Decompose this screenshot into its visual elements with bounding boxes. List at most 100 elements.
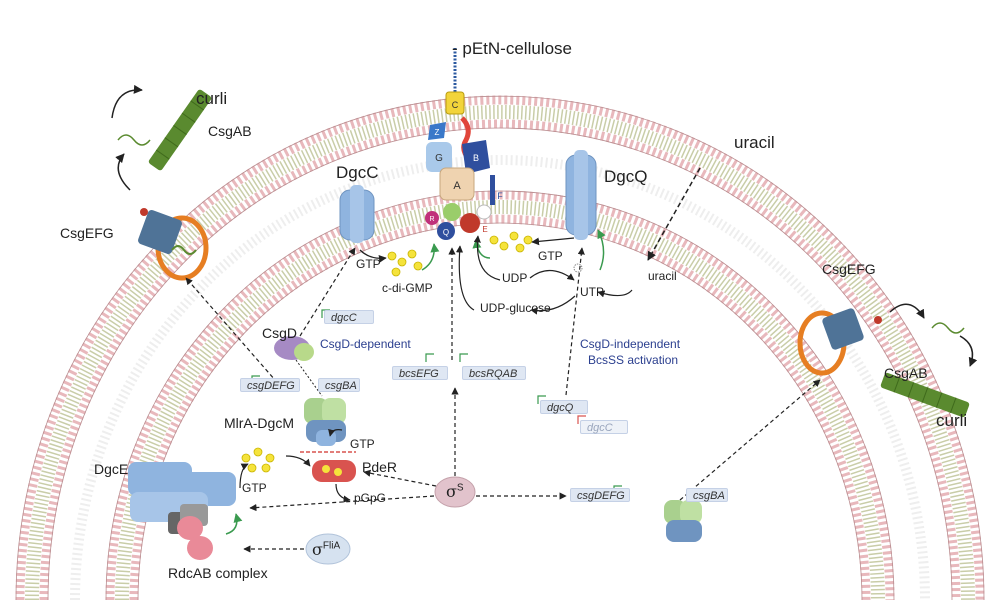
dgcq-gene-to-dgcq: [565, 247, 585, 396]
gene-dgcQ: dgcQ: [540, 400, 588, 414]
sigma-s-label: σS: [446, 482, 464, 501]
uracil-import-arrow: [647, 167, 701, 261]
export-arrow-left-1: [111, 84, 143, 119]
csgd-protein-right: [664, 500, 702, 542]
gene-dgcC-faded: dgcC: [580, 420, 628, 434]
cdigmp-green-arrow-right: [472, 239, 491, 259]
uracil-top-label: uracil: [734, 133, 775, 152]
csgefg-label-left: CsgEFG: [60, 225, 114, 241]
bcs-complex: [425, 91, 495, 240]
csgab-label-right: CsgAB: [884, 365, 928, 381]
csgd-to-mlra-line: [295, 359, 323, 397]
rdcab-complex-label: RdcAB complex: [168, 565, 268, 581]
uracil-small-label: uracil: [648, 269, 677, 283]
bcs-a-label: A: [453, 180, 461, 192]
export-arrow-right-1: [889, 303, 925, 319]
udp-to-utp-arrow: [529, 269, 575, 281]
c-di-gmp-cluster-left: [387, 249, 423, 277]
udp-label: UDP: [502, 271, 528, 285]
csgefg-complex-right: [797, 308, 882, 376]
dgcc-protein: [339, 185, 375, 243]
csgd-dependent-label: CsgD-dependent: [320, 337, 411, 351]
bcsss-activation-label: BcsSS activation: [588, 353, 679, 367]
csgd-independent-label: CsgD-independent: [580, 337, 681, 351]
rdcab-complex: [168, 504, 213, 560]
bcs-subunit-z: [428, 122, 446, 140]
gene-dgcC-top: dgcC: [324, 310, 374, 324]
dgcc-label: DgcC: [336, 163, 379, 182]
udp-to-bcs-arrow: [473, 235, 501, 281]
curli-fiber-left: [148, 89, 212, 171]
bcs-subunit-c: [445, 91, 465, 115]
gtp-label-dgcq: GTP: [538, 249, 563, 263]
sigmas-to-dgce: [249, 495, 435, 512]
c-di-gmp-label: c-di-GMP: [382, 281, 433, 295]
gtp-label-dgcc: GTP: [356, 257, 381, 271]
outer-membrane: [15, 95, 985, 600]
bcs-c-label: C: [452, 100, 459, 110]
dgce-label: DgcE: [94, 461, 129, 477]
udp-glucose-label: UDP-glucose: [480, 301, 551, 315]
csgdefg-to-csgefg-left: [185, 277, 283, 389]
curli-fiber-right: [880, 372, 970, 418]
gene-bcsEFG: bcsEFG: [392, 366, 448, 380]
sigma-s-protein: [434, 476, 476, 508]
curli-monomer-right: [931, 322, 965, 334]
bcs-subunit-q: [437, 222, 455, 240]
sigmas-to-pder: [363, 469, 437, 487]
csgba-right-to-csgefg-right: [679, 379, 821, 501]
rdcab-green-arrow: [225, 513, 243, 535]
sigma-flia-protein: [305, 533, 351, 565]
cdigmp-green-arrow-left: [421, 243, 440, 271]
bcs-subunit-r: [425, 211, 439, 225]
c-di-gmp-cluster-dgce: [241, 447, 275, 473]
export-arrow-right-2: [959, 335, 978, 367]
c-di-gmp-cluster-right: [489, 231, 533, 253]
cdigmp-to-pder-arrow: [285, 455, 311, 467]
gtp-label-dgce: GTP: [242, 481, 267, 495]
dgcq-protein: [565, 150, 597, 240]
bcs-z-label: Z: [435, 128, 440, 137]
curli-label-left: curli: [196, 89, 228, 108]
gene-csgBA-left: csgBA: [318, 378, 360, 392]
uracil-to-utp-arrow: [597, 289, 633, 298]
csgd-to-dgcc: [299, 247, 356, 337]
bcs-q-label: Q: [443, 228, 449, 237]
curli-monomer-left: [117, 134, 151, 146]
gtp-label-mlra: GTP: [350, 437, 375, 451]
pder-to-pgpg-arrow: [335, 483, 351, 503]
gtp-to-cdigmp-arrow-right: [531, 237, 575, 246]
bcs-f-label: F: [497, 191, 503, 201]
bcs-subunit-b: [462, 140, 490, 174]
bcs-g-label: G: [435, 153, 443, 164]
utp-label: UTP: [580, 285, 604, 299]
sigma-flia-label: σFliA: [312, 540, 341, 559]
mlra-gtp-arrow: [328, 428, 343, 437]
mlra-dgcm-complex: [304, 398, 346, 446]
dgcq-label: DgcQ: [604, 167, 648, 186]
inner-membrane: [105, 190, 895, 600]
bcs-e-label: E: [482, 225, 487, 234]
gene-csgDEFG-right: csgDEFG: [570, 488, 630, 502]
bcs-subunit-g: [426, 142, 452, 172]
gtp-to-cdigmp-arrow-left: [359, 249, 387, 263]
bcs-b-label: B: [473, 153, 479, 163]
pgpg-label: pGpG: [354, 491, 387, 505]
csgefg-complex-left: [138, 208, 209, 281]
bcs-r-label: R: [429, 216, 434, 223]
utp-to-udpglucose-arrow: [530, 295, 576, 315]
pEtN-cellulose-label: - pEtN-cellulose: [452, 39, 572, 58]
udpglucose-to-bcsa-arrow: [455, 245, 475, 311]
gene-bcsRQAB: bcsRQAB: [462, 366, 526, 380]
export-arrow-left-2: [115, 153, 131, 191]
bcs-subunit-a: [439, 167, 475, 201]
peptidoglycan-layer: [70, 155, 930, 600]
enzyme-gear-icon: [573, 263, 583, 273]
curli-label-right: curli: [936, 411, 968, 430]
pder-protein: [312, 460, 356, 482]
csgd-label: CsgD: [262, 325, 298, 341]
gene-csgDEFG-left: csgDEFG: [240, 378, 300, 392]
gene-csgBA-right: csgBA: [686, 488, 728, 502]
dgce-gtp-arrow: [239, 463, 249, 489]
